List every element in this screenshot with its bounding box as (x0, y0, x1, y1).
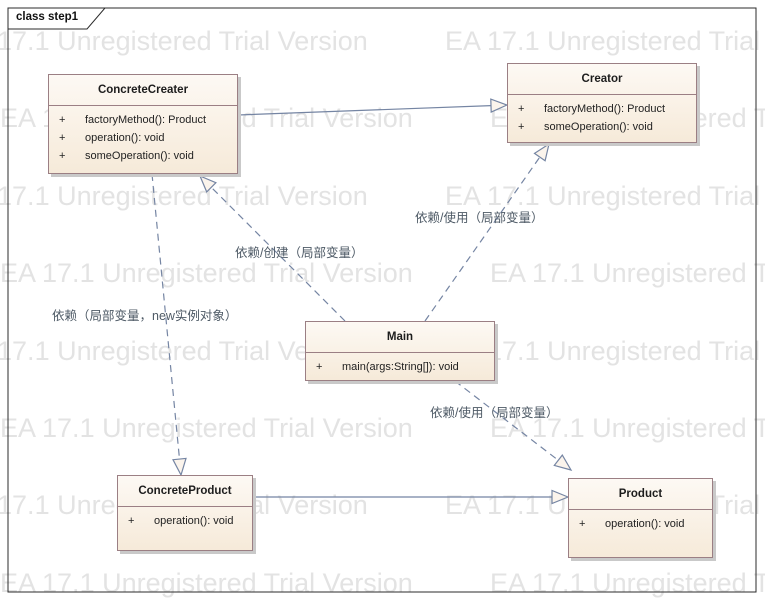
watermark-text: EA 17.1 Unregistered Trial Version (490, 258, 765, 289)
dependency-arrowhead (533, 142, 550, 162)
class-operation: + operation(): void (118, 512, 252, 530)
class-operations: + operation(): void (118, 507, 252, 530)
dependency-main-to-concretecreater[interactable] (198, 174, 346, 322)
operation-signature: operation(): void (85, 132, 165, 144)
class-operation: + factoryMethod(): Product (49, 111, 237, 129)
operation-visibility: + (316, 361, 323, 373)
generalization-arrowhead (551, 489, 570, 505)
class-operations: + operation(): void (569, 510, 712, 533)
operation-visibility: + (518, 103, 525, 115)
class-name: ConcreteCreater (49, 75, 237, 106)
watermark-text: EA 17.1 Unregistered Trial Version (445, 180, 765, 211)
class-name: Product (569, 479, 712, 510)
class-box-main[interactable]: Main + main(args:String[]): void (305, 321, 495, 381)
class-operation: + main(args:String[]): void (306, 358, 494, 376)
watermark-text: EA 17.1 Unregistered Trial Version (0, 26, 368, 56)
class-operation: + operation(): void (49, 129, 237, 147)
operation-visibility: + (128, 515, 135, 527)
operation-visibility: + (59, 150, 66, 162)
dependency-arrowhead (553, 454, 573, 471)
dependency-concretecreater-to-concreteproduct[interactable] (151, 173, 187, 477)
operation-signature: main(args:String[]): void (342, 361, 459, 373)
class-box-concreteproduct[interactable]: ConcreteProduct + operation(): void (117, 475, 253, 551)
class-name: ConcreteProduct (118, 476, 252, 507)
dependency-arrowhead (198, 174, 217, 193)
class-operations: + factoryMethod(): Product + operation()… (49, 106, 237, 165)
class-box-concretecreater[interactable]: ConcreteCreater + factoryMethod(): Produ… (48, 74, 238, 174)
watermark-text: EA 17.1 Unregistered Trial Version (0, 180, 368, 211)
connector-label-dep-main-product[interactable]: 依赖/使用（局部变量） (430, 406, 559, 420)
class-box-creator[interactable]: Creator + factoryMethod(): Product + som… (507, 63, 697, 143)
class-operations: + main(args:String[]): void (306, 353, 494, 376)
operation-signature: factoryMethod(): Product (85, 114, 207, 126)
diagram-frame (7, 7, 757, 593)
operation-signature: operation(): void (605, 518, 685, 530)
class-operations: + factoryMethod(): Product + someOperati… (508, 95, 696, 136)
watermark-text: EA 17.1 Unregistered Trial Version (0, 258, 413, 289)
watermark-text: EA 17.1 Unregistered Trial Version (445, 26, 765, 56)
class-box-product[interactable]: Product + operation(): void (568, 478, 713, 558)
class-name: Main (306, 322, 494, 353)
operation-signature: someOperation(): void (544, 121, 653, 133)
class-operation: + someOperation(): void (508, 118, 696, 136)
operation-visibility: + (59, 114, 66, 126)
class-operation: + factoryMethod(): Product (508, 100, 696, 118)
watermark-text: EA 17.1 Unregistered Trial Version (0, 413, 413, 443)
connector-label-dep-main-concretecreater[interactable]: 依赖/创建（局部变量） (235, 246, 364, 260)
diagram-frame-tab (7, 7, 107, 30)
watermark-text: EA 17.1 Unregistered Trial Version (445, 335, 765, 366)
class-operation: + operation(): void (569, 515, 712, 533)
generalization-arrowhead (490, 98, 509, 114)
operation-signature: factoryMethod(): Product (544, 103, 666, 115)
operation-visibility: + (518, 121, 525, 133)
watermark-text: EA 17.1 Unregistered Trial Version (0, 567, 413, 598)
watermark-text: EA 17.1 Unregistered Trial Version (490, 413, 765, 443)
class-operation: + someOperation(): void (49, 147, 237, 165)
dependency-arrowhead (172, 457, 187, 477)
dependency-main-to-product[interactable] (454, 380, 573, 471)
watermark-text: EA 17.1 Unregistered Trial Version (490, 567, 765, 598)
generalization-concreteproduct-to-product[interactable] (253, 489, 570, 505)
operation-signature: someOperation(): void (85, 150, 194, 162)
class-name: Creator (508, 64, 696, 95)
operation-visibility: + (579, 518, 586, 530)
connector-label-dep-concretecreater-concreteproduct[interactable]: 依赖（局部变量，new实例对象） (52, 309, 238, 323)
generalization-concretecreater-to-creator[interactable] (237, 98, 509, 116)
operation-visibility: + (59, 132, 66, 144)
connector-label-dep-main-creator[interactable]: 依赖/使用（局部变量） (415, 211, 544, 225)
diagram-tab-label: class step1 (16, 11, 79, 23)
operation-signature: operation(): void (154, 515, 234, 527)
dependency-main-to-creator[interactable] (424, 142, 550, 322)
